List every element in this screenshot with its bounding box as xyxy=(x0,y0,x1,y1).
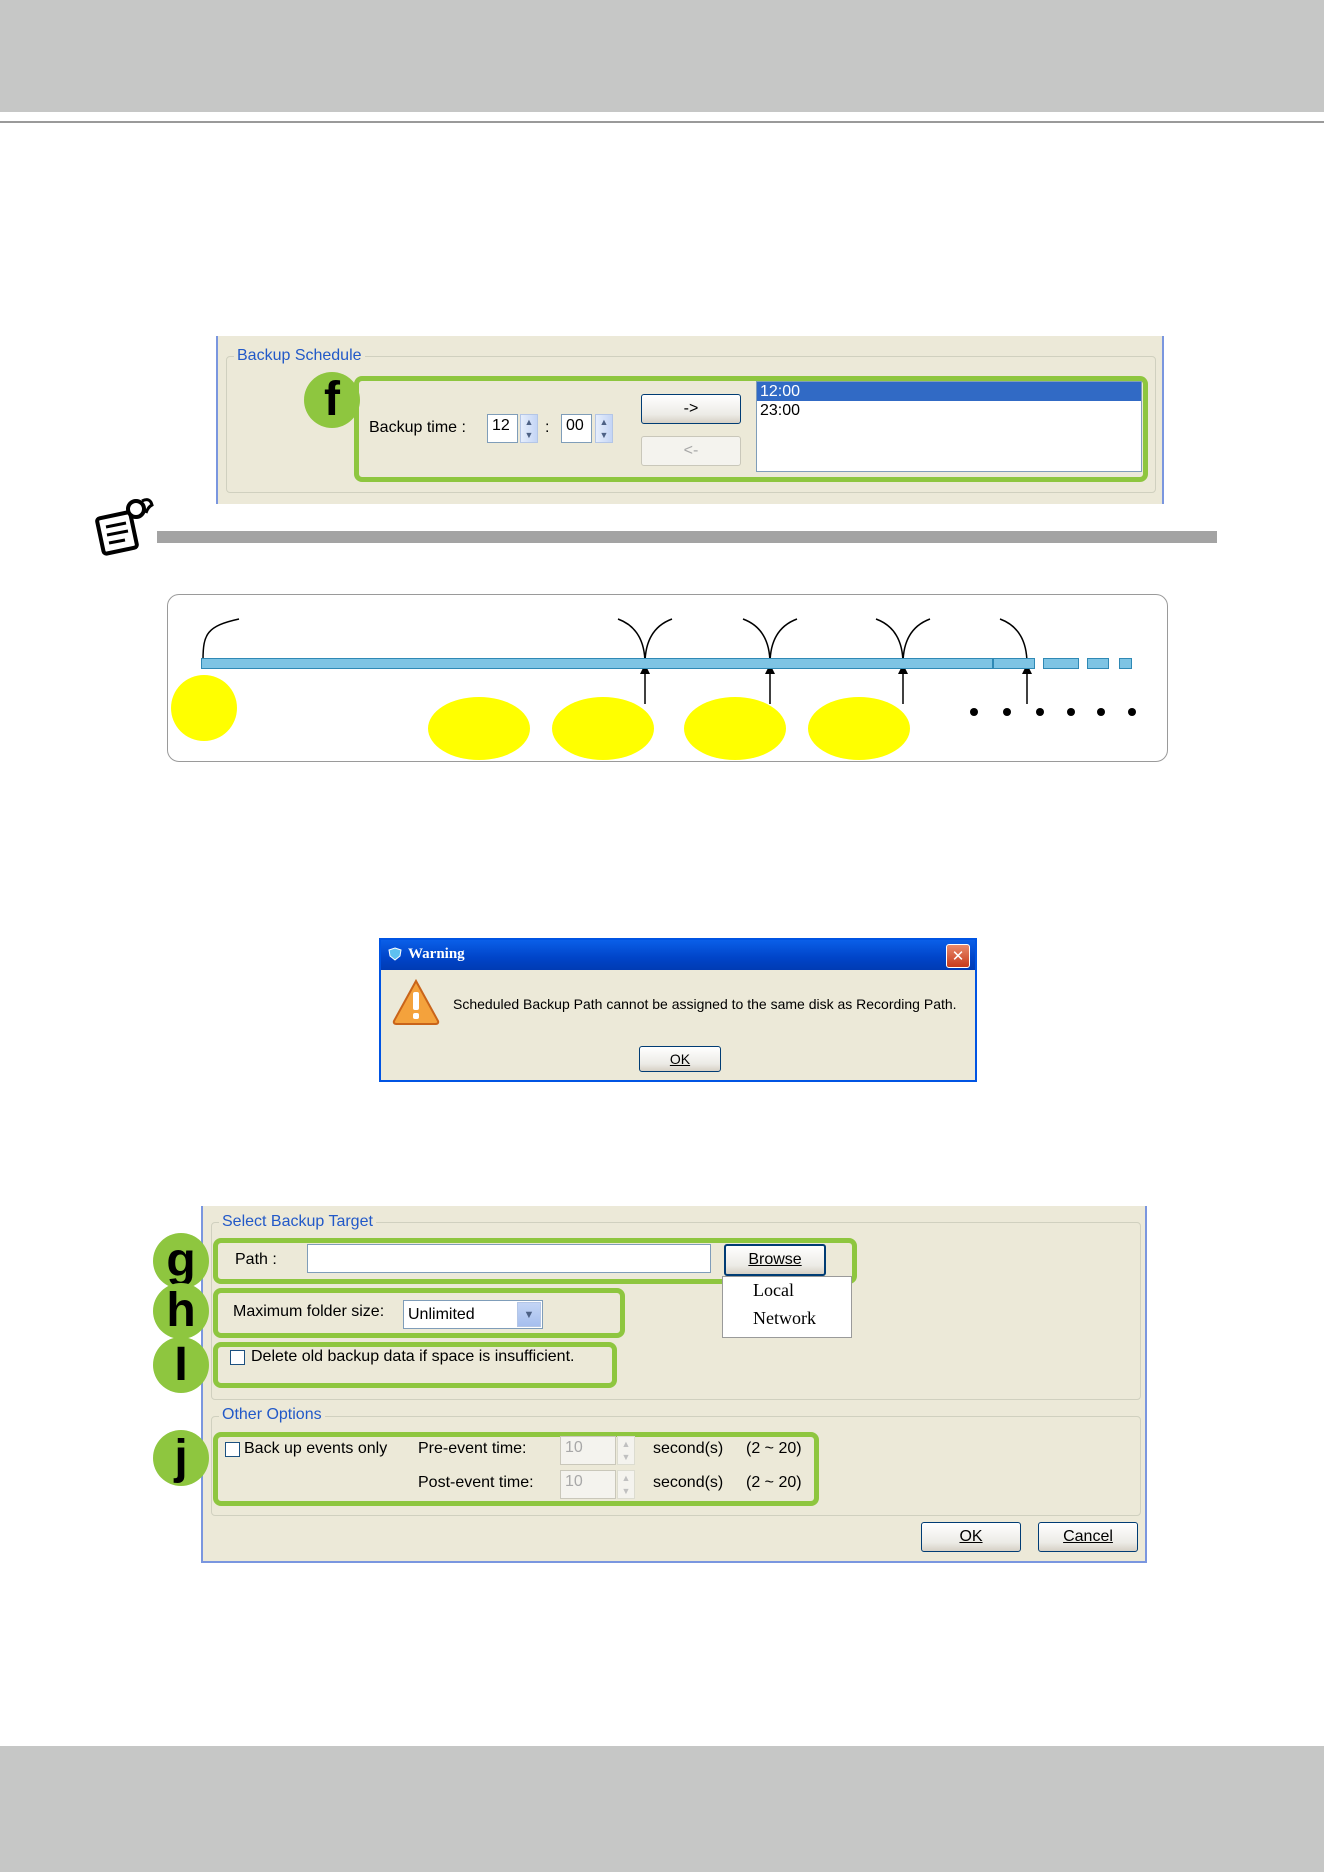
warning-ok-button[interactable]: OK xyxy=(639,1046,721,1072)
spin-up-icon[interactable]: ▲ xyxy=(621,1438,631,1449)
backup-time-highlight xyxy=(354,376,1148,482)
timeline-start-marker xyxy=(171,675,237,741)
backup-minute-input[interactable]: 00 xyxy=(561,414,592,443)
post-event-label: Post-event time: xyxy=(418,1474,534,1491)
path-highlight xyxy=(213,1238,857,1284)
post-range-label: (2 ~ 20) xyxy=(746,1474,802,1491)
ok-label: OK xyxy=(959,1528,983,1545)
app-shield-icon xyxy=(388,947,402,961)
spin-down-icon[interactable]: ▼ xyxy=(621,1486,631,1497)
cancel-button[interactable]: Cancel xyxy=(1038,1522,1138,1552)
ellipsis-dot xyxy=(970,708,978,716)
ok-label: OK xyxy=(669,1051,691,1067)
ellipsis-dot xyxy=(1036,708,1044,716)
timeline-marker xyxy=(552,697,654,760)
ellipsis-dot xyxy=(1003,708,1011,716)
delete-old-checkbox[interactable] xyxy=(230,1350,245,1365)
page-header-band xyxy=(0,0,1324,112)
spin-down-icon[interactable]: ▼ xyxy=(524,430,534,441)
spin-down-icon[interactable]: ▼ xyxy=(599,430,609,441)
backup-events-label: Back up events only xyxy=(244,1440,388,1457)
backup-schedule-group xyxy=(226,356,1156,493)
backup-hour-input[interactable]: 12 xyxy=(487,414,518,443)
warning-message: Scheduled Backup Path cannot be assigned… xyxy=(453,996,957,1012)
backup-timeline-diagram xyxy=(167,594,1168,762)
other-options-title: Other Options xyxy=(219,1406,325,1424)
page-footer-band xyxy=(0,1746,1324,1872)
ellipsis-dot xyxy=(1067,708,1075,716)
timeline-arcs xyxy=(202,618,1032,704)
ok-button[interactable]: OK xyxy=(921,1522,1021,1552)
spin-up-icon[interactable]: ▲ xyxy=(599,416,609,427)
timeline-segment xyxy=(993,658,1035,669)
header-rule xyxy=(0,121,1324,123)
timeline-segment xyxy=(1087,658,1109,669)
badge-i: I xyxy=(153,1337,209,1393)
delete-old-highlight xyxy=(213,1342,617,1388)
add-time-button[interactable]: -> xyxy=(641,394,741,424)
max-folder-highlight xyxy=(213,1288,625,1338)
timeline-segment xyxy=(1119,658,1132,669)
backup-time-item[interactable]: 12:00 xyxy=(757,382,1141,401)
backup-schedule-panel: Backup Schedule Backup time : 12 ▲ ▼ : 0… xyxy=(216,336,1164,504)
backup-target-title: Select Backup Target xyxy=(219,1213,376,1231)
backup-events-checkbox[interactable] xyxy=(225,1442,240,1457)
timeline-bar xyxy=(201,658,993,669)
pre-event-spinner[interactable]: ▲ ▼ xyxy=(617,1436,635,1465)
backup-time-item[interactable]: 23:00 xyxy=(760,402,801,419)
path-label: Path : xyxy=(235,1251,277,1268)
browse-button[interactable]: Browse xyxy=(724,1244,826,1276)
ellipsis-dot xyxy=(1097,708,1105,716)
max-folder-value: Unlimited xyxy=(408,1305,475,1323)
post-event-spinner[interactable]: ▲ ▼ xyxy=(617,1470,635,1499)
cancel-label: Cancel xyxy=(1063,1528,1113,1545)
path-input[interactable] xyxy=(307,1244,711,1273)
delete-old-label: Delete old backup data if space is insuf… xyxy=(251,1348,575,1365)
time-separator: : xyxy=(545,419,550,436)
chevron-down-icon[interactable]: ▼ xyxy=(517,1302,541,1327)
browse-menu-network[interactable]: Network xyxy=(753,1308,816,1328)
backup-hour-spinner[interactable]: ▲ ▼ xyxy=(520,414,538,443)
pre-event-input[interactable]: 10 xyxy=(560,1436,616,1465)
backup-minute-spinner[interactable]: ▲ ▼ xyxy=(595,414,613,443)
pre-range-label: (2 ~ 20) xyxy=(746,1440,802,1457)
badge-j: j xyxy=(153,1430,209,1486)
warning-triangle-icon xyxy=(391,978,441,1026)
browse-menu-local[interactable]: Local xyxy=(753,1280,794,1300)
timeline-marker xyxy=(808,697,910,760)
badge-f: f xyxy=(304,372,360,428)
spin-up-icon[interactable]: ▲ xyxy=(524,416,534,427)
timeline-marker xyxy=(684,697,786,760)
timeline-segment xyxy=(1043,658,1079,669)
other-options-group xyxy=(211,1416,1141,1516)
badge-g: g xyxy=(153,1233,209,1289)
backup-target-panel: Select Backup Target Path : Browse Maxim… xyxy=(201,1206,1147,1563)
warning-title: Warning xyxy=(408,946,465,962)
note-pad-icon xyxy=(92,495,156,557)
browse-label: Browse xyxy=(748,1251,802,1268)
close-button[interactable]: ✕ xyxy=(946,944,970,968)
backup-target-group xyxy=(211,1222,1141,1400)
spin-down-icon[interactable]: ▼ xyxy=(621,1452,631,1463)
timeline-marker xyxy=(428,697,530,760)
spin-up-icon[interactable]: ▲ xyxy=(621,1472,631,1483)
warning-title-bar: Warning ✕ xyxy=(381,940,975,970)
browse-menu: Local Network xyxy=(722,1276,852,1338)
warning-dialog: Warning ✕ Scheduled Backup Path cannot b… xyxy=(379,938,977,1082)
ellipsis-dot xyxy=(1128,708,1136,716)
note-separator xyxy=(157,531,1217,543)
max-folder-label: Maximum folder size: xyxy=(233,1303,385,1320)
remove-time-button[interactable]: <- xyxy=(641,436,741,466)
post-event-input[interactable]: 10 xyxy=(560,1470,616,1499)
backup-times-list[interactable]: 12:00 23:00 xyxy=(756,381,1142,472)
pre-event-label: Pre-event time: xyxy=(418,1440,527,1457)
backup-time-label: Backup time : xyxy=(369,419,466,436)
events-highlight xyxy=(213,1432,819,1506)
pre-seconds-label: second(s) xyxy=(653,1440,724,1457)
badge-h: h xyxy=(153,1283,209,1339)
post-seconds-label: second(s) xyxy=(653,1474,724,1491)
backup-schedule-title: Backup Schedule xyxy=(234,347,365,365)
